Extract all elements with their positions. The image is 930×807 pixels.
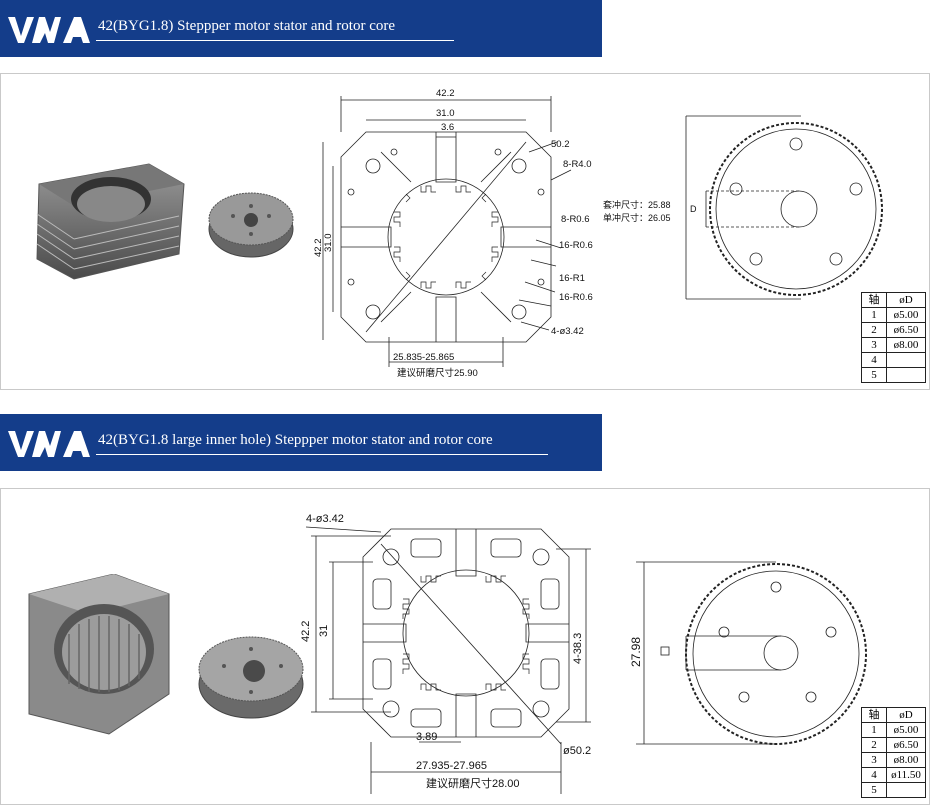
brand-logo [8,17,90,43]
stator-drawing: 4-ø3.42 42.2 31 4-38.3 3.89 ø50.2 27.935… [300,513,591,794]
table-cell: ø8.00 [886,337,926,353]
stator-rotor-photo [28,574,304,735]
section-1-title: 42(BYG1.8) Steppper motor stator and rot… [98,18,396,34]
table-cell [886,367,926,383]
section-2-banner: 42(BYG1.8 large inner hole) Steppper mot… [0,414,602,471]
table-header: øD [886,707,926,723]
table-cell: 5 [861,782,887,798]
dim-text: 42.2 [300,621,312,642]
dim-text: 50.2 [551,139,570,150]
dim-text: 31.0 [436,108,455,119]
rotor-drawing: 套冲尺寸：25.88 单冲尺寸：26.05 D [603,115,883,300]
title-underline [96,454,548,455]
dim-text: 建议研磨尺寸28.00 [426,776,520,790]
dim-text: 建议研磨尺寸25.90 [397,367,478,379]
table-cell: 4 [861,352,887,368]
rotor-d-label: D [690,204,697,214]
table-cell: 1 [861,307,887,323]
table-row: 5 [861,367,926,383]
dim-text: 27.935-27.965 [416,760,487,772]
table-header: 轴 [861,292,887,308]
table-cell: ø11.50 [886,767,926,783]
brand-logo [8,431,90,457]
dim-text: 4-ø3.42 [306,513,344,525]
table-cell: 2 [861,737,887,753]
stator-rotor-photo [36,163,294,280]
section-1-panel: 42.2 31.0 3.6 50.2 8-R4.0 42.2 31.0 8-R0… [0,73,930,390]
dim-text: 4-ø3.42 [551,326,584,337]
dim-text: 8-R4.0 [563,159,592,170]
title-underline [96,40,454,41]
table-cell: ø6.50 [886,737,926,753]
table-cell: 3 [861,337,887,353]
dim-text: 31 [318,625,330,637]
dim-text: 31.0 [323,234,334,253]
table-row: 4 [861,352,926,368]
dim-text: 25.835-25.865 [393,352,454,363]
table-cell: 5 [861,367,887,383]
dim-text: 4-38.3 [572,633,584,664]
section-2-title: 42(BYG1.8 large inner hole) Steppper mot… [98,432,493,448]
table-row: 5 [861,782,926,798]
dim-text: 16-R0.6 [559,240,593,251]
table-cell: 1 [861,722,887,738]
table-cell: 4 [861,767,887,783]
rotor-note: 单冲尺寸：26.05 [603,212,671,223]
rotor-drawing: 27.98 [629,561,867,745]
table-cell: 3 [861,752,887,768]
section-1-banner: 42(BYG1.8) Steppper motor stator and rot… [0,0,602,57]
dim-text: 42.2 [436,88,455,99]
rotor-note: 套冲尺寸：25.88 [603,199,671,210]
table-cell: ø5.00 [886,722,926,738]
table-cell: ø6.50 [886,322,926,338]
dim-text: 8-R0.6 [561,214,590,225]
table-cell [886,782,926,798]
dim-text: ø50.2 [563,745,591,757]
table-header: øD [886,292,926,308]
dim-text: 3.6 [441,122,454,133]
dim-text: 16-R1 [559,273,585,284]
table-cell: ø8.00 [886,752,926,768]
dim-text: 27.98 [629,637,643,667]
dim-text: 42.2 [313,239,324,258]
section-2-panel: 4-ø3.42 42.2 31 4-38.3 3.89 ø50.2 27.935… [0,488,930,805]
table-header: 轴 [861,707,887,723]
stator-drawing: 42.2 31.0 3.6 50.2 8-R4.0 42.2 31.0 8-R0… [313,88,593,379]
table-cell: 2 [861,322,887,338]
table-cell [886,352,926,368]
table-cell: ø5.00 [886,307,926,323]
dim-text: 16-R0.6 [559,292,593,303]
dim-text: 3.89 [416,731,437,743]
